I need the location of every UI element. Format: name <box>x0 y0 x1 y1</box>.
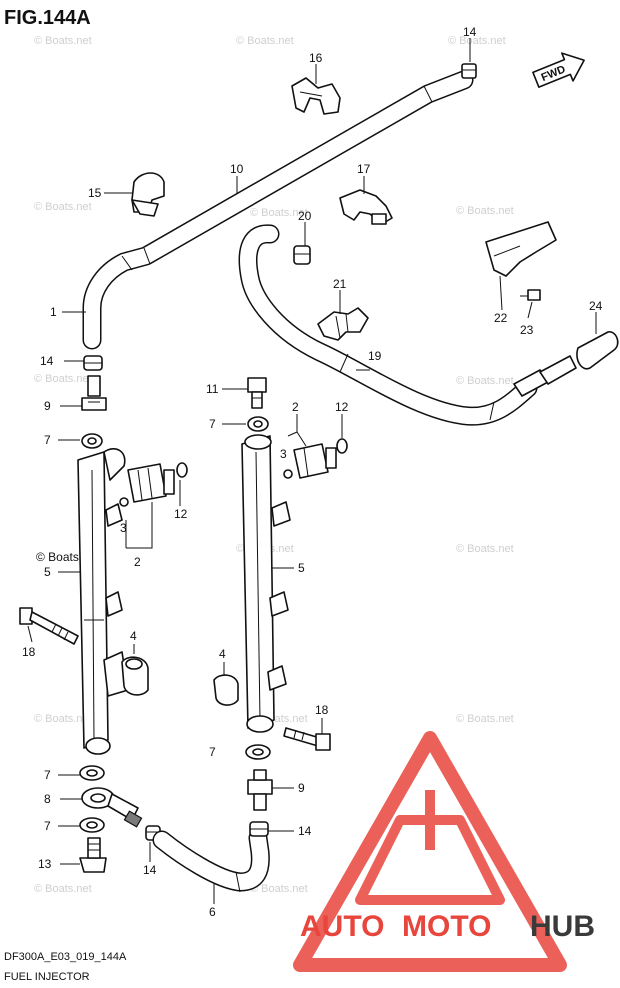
watermark: © Boats.net <box>456 713 514 725</box>
washer-7-right-top <box>247 416 269 432</box>
clamp-16 <box>291 77 341 115</box>
hose-clamp-14-top <box>461 63 477 79</box>
callout-9-right: 9 <box>298 781 305 795</box>
callout-14-bottom-right: 14 <box>298 824 312 838</box>
hose-clamp-20 <box>293 245 311 265</box>
washer-7-left-lower-1 <box>79 765 105 781</box>
callout-10: 10 <box>230 162 244 176</box>
callout-7-left-lower-1: 7 <box>44 768 51 782</box>
callout-15: 15 <box>88 186 102 200</box>
callout-6: 6 <box>209 905 216 919</box>
watermark: © Boats.net <box>34 883 92 895</box>
watermark: © Boats.net <box>34 35 92 47</box>
callout-14-top: 14 <box>463 25 477 39</box>
callout-17: 17 <box>357 162 371 176</box>
callout-4-right: 4 <box>219 647 226 661</box>
fuel-rail-5-right <box>241 434 291 733</box>
callout-2-left: 2 <box>134 555 141 569</box>
fitting-11 <box>247 377 267 409</box>
callout-11: 11 <box>206 382 219 396</box>
callout-1: 1 <box>50 305 57 319</box>
callout-14-bottom-left: 14 <box>143 863 157 877</box>
forward-arrow-icon: FWD <box>532 52 585 88</box>
watermark: © Boats.net <box>34 201 92 213</box>
brand-auto: AUTO <box>300 910 384 943</box>
fuel-hose-6 <box>152 828 270 893</box>
grommet-4-left <box>121 656 149 696</box>
automotohub-logo: AUTO MOTO HUB <box>293 731 595 972</box>
leader-lines <box>27 38 597 904</box>
fuel-hose-10 <box>82 70 474 350</box>
callout-20: 20 <box>298 209 312 223</box>
callout-numbers: 14 16 10 15 17 20 1 21 22 23 24 19 14 9 … <box>22 25 603 919</box>
watermark: © Boats.net <box>456 543 514 555</box>
callout-18-left: 18 <box>22 645 36 659</box>
banjo-fitting-8 <box>81 787 143 828</box>
callout-2-right: 2 <box>292 400 299 414</box>
callout-19: 19 <box>368 349 382 363</box>
callout-9-left: 9 <box>44 399 51 413</box>
fuel-rail-5-left <box>77 448 129 755</box>
watermark: © Boats.net <box>250 207 308 219</box>
fitting-9-left <box>81 375 107 411</box>
injector-2-left <box>119 462 188 507</box>
callout-7-right-top: 7 <box>209 417 216 431</box>
watermark: © Boats.net <box>456 375 514 387</box>
washer-7-left-lower-2 <box>79 817 105 833</box>
callout-3-right: 3 <box>280 447 287 461</box>
callout-23: 23 <box>520 323 534 337</box>
hose-clamp-14-left <box>83 355 103 371</box>
watermark: © Boats.net <box>250 883 308 895</box>
callout-7-left-top: 7 <box>44 433 51 447</box>
watermark: © Boats.net <box>236 35 294 47</box>
watermark: © Boats.net <box>34 713 92 725</box>
callout-4-left: 4 <box>130 629 137 643</box>
bracket-22 <box>485 221 557 277</box>
connector-24 <box>513 331 619 397</box>
bolt-13 <box>79 837 107 873</box>
callout-5-left: 5 <box>44 565 51 579</box>
callout-7-left-lower-2: 7 <box>44 819 51 833</box>
callout-14-left: 14 <box>40 354 54 368</box>
hose-clamp-14-bottom-right <box>249 821 269 837</box>
automotohub-triangle-icon <box>293 731 567 972</box>
callout-7-right-lower: 7 <box>209 745 216 759</box>
callout-12-left: 12 <box>174 507 188 521</box>
callout-12-right: 12 <box>335 400 349 414</box>
callout-13: 13 <box>38 857 52 871</box>
brand-hub: HUB <box>530 910 595 943</box>
callout-21: 21 <box>333 277 347 291</box>
washer-7-left-top <box>81 433 103 449</box>
callout-3-left: 3 <box>120 521 127 535</box>
figure-name: FUEL INJECTOR <box>4 971 90 983</box>
figure-title: FIG.144A <box>4 7 91 29</box>
callout-5-right: 5 <box>298 561 305 575</box>
watermark: © Boats.net <box>456 205 514 217</box>
grommet-4-right <box>213 674 239 706</box>
clamp-21 <box>317 307 369 341</box>
injector-2-right <box>283 438 348 479</box>
callout-24: 24 <box>589 299 603 313</box>
bolt-18-right <box>283 727 331 751</box>
callout-18-right: 18 <box>315 703 329 717</box>
bolt-18-left <box>19 607 79 645</box>
fitting-9-right <box>247 769 273 811</box>
callout-8: 8 <box>44 792 51 806</box>
watermark: © Boats.net <box>34 373 92 385</box>
callout-22: 22 <box>494 311 508 325</box>
fuel-hose-19 <box>238 224 538 426</box>
brand-moto: MOTO <box>402 910 491 943</box>
callout-16: 16 <box>309 51 323 65</box>
washer-7-right-lower <box>245 744 271 760</box>
bolt-23 <box>520 289 541 301</box>
clamp-17 <box>339 189 393 225</box>
clamp-15 <box>131 172 165 217</box>
figure-code: DF300A_E03_019_144A <box>4 951 127 963</box>
watermark: © Boats.net <box>448 35 506 47</box>
